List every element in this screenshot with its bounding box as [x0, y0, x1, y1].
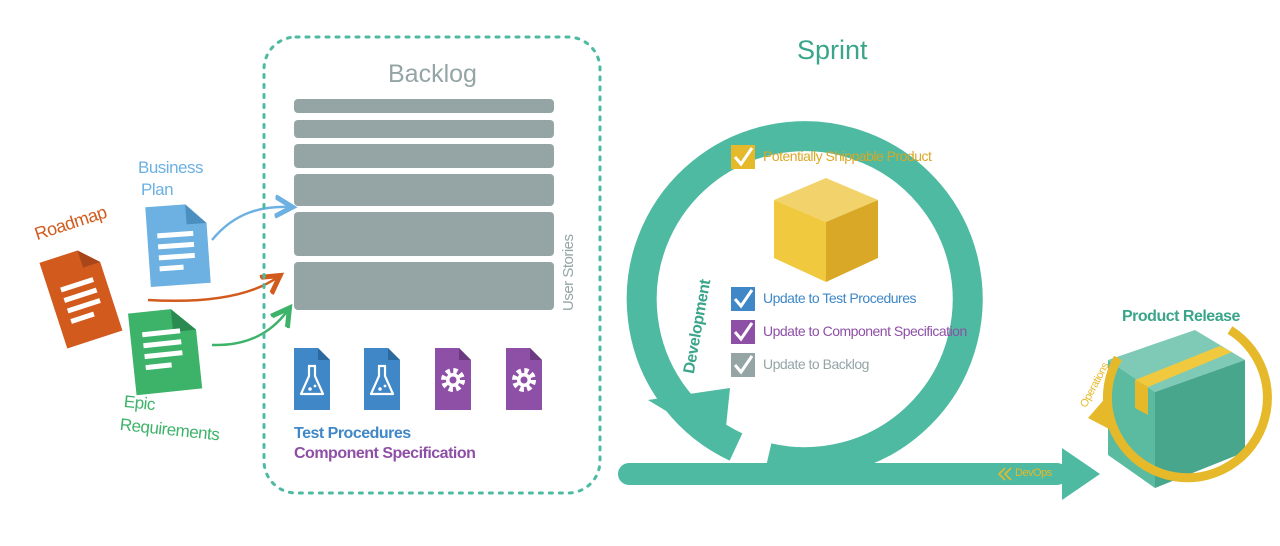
user-story-bar [294, 174, 554, 206]
operations-ring [1088, 326, 1272, 483]
business-plan-label-line2: Plan [141, 180, 174, 199]
user-story-bar [294, 99, 554, 113]
epic-requirements-document-icon [127, 309, 203, 396]
checklist-item-shippable: Potentially Shippable Product [763, 148, 932, 164]
gear-icon [506, 348, 542, 410]
business-plan-label-line1: Business [138, 158, 203, 177]
legend-component-specification: Component Specification [294, 445, 476, 462]
sprint-loop [626, 121, 983, 478]
backlog-title: Backlog [388, 60, 477, 88]
epic-label-line1: Epic [123, 392, 156, 415]
user-story-bar [294, 144, 554, 168]
business-plan-document-icon [145, 204, 211, 287]
user-story-bar [294, 262, 554, 310]
flask-icon [364, 348, 400, 410]
devops-label: DevOps [1015, 467, 1052, 479]
gear-icon [435, 348, 471, 410]
roadmap-document-icon [39, 250, 123, 349]
product-cube-icon [774, 178, 878, 282]
legend-test-procedures: Test Procedures [294, 425, 411, 442]
checklist-item-backlog: Update to Backlog [763, 356, 869, 372]
checklist-item-test-procedures: Update to Test Procedures [763, 290, 917, 306]
devops-arrow [618, 448, 1100, 500]
user-stories-label: User Stories [560, 234, 577, 311]
sprint-title: Sprint [797, 35, 868, 65]
checklist-item-component-spec: Update to Component Specification [763, 323, 967, 339]
epic-arrow [211, 310, 288, 347]
user-story-bars [294, 99, 554, 310]
flask-icon [294, 348, 330, 410]
product-release-title: Product Release [1122, 308, 1240, 325]
user-story-bar [294, 120, 554, 138]
roadmap-arrow [147, 277, 278, 303]
backlog-container [262, 35, 602, 495]
business-plan-arrow [211, 207, 290, 241]
release-box-icon [1108, 330, 1245, 488]
user-story-bar [294, 212, 554, 256]
checklist-checkboxes [731, 145, 755, 377]
